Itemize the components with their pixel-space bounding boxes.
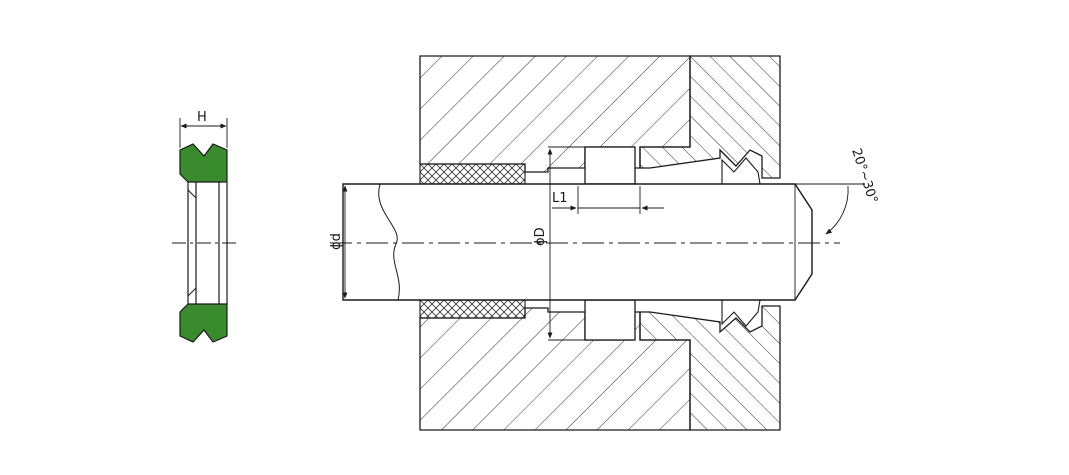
piston-rod: [342, 183, 813, 301]
seal-body-bevel: [187, 189, 197, 297]
seal-width-label: H: [197, 110, 207, 125]
seal-profile-view: H: [172, 110, 236, 343]
seal-top-section: [179, 143, 228, 183]
groove-diameter-label: ϕD: [533, 227, 548, 246]
chamfer-angle-label: 20°~30°: [848, 147, 880, 206]
groove-offset-label: L1: [552, 191, 568, 206]
seal-groove-top: [584, 146, 636, 185]
seal-body-outline: [187, 182, 228, 304]
chamfer-angle-arc: [825, 185, 849, 235]
housing-upper-right: [639, 55, 781, 179]
wiper-seal-top: [721, 157, 761, 185]
seal-groove-bottom: [584, 299, 636, 341]
guide-bushing-top: [419, 163, 526, 185]
seal-bottom-section: [179, 303, 228, 343]
rod-break-line: [378, 183, 400, 301]
rod-diameter-label: ϕd: [329, 233, 344, 250]
guide-bushing-bottom: [419, 299, 526, 319]
installation-section-view: ϕd ϕD L1 20°~30°: [329, 55, 880, 431]
housing-lower-right: [639, 305, 781, 431]
